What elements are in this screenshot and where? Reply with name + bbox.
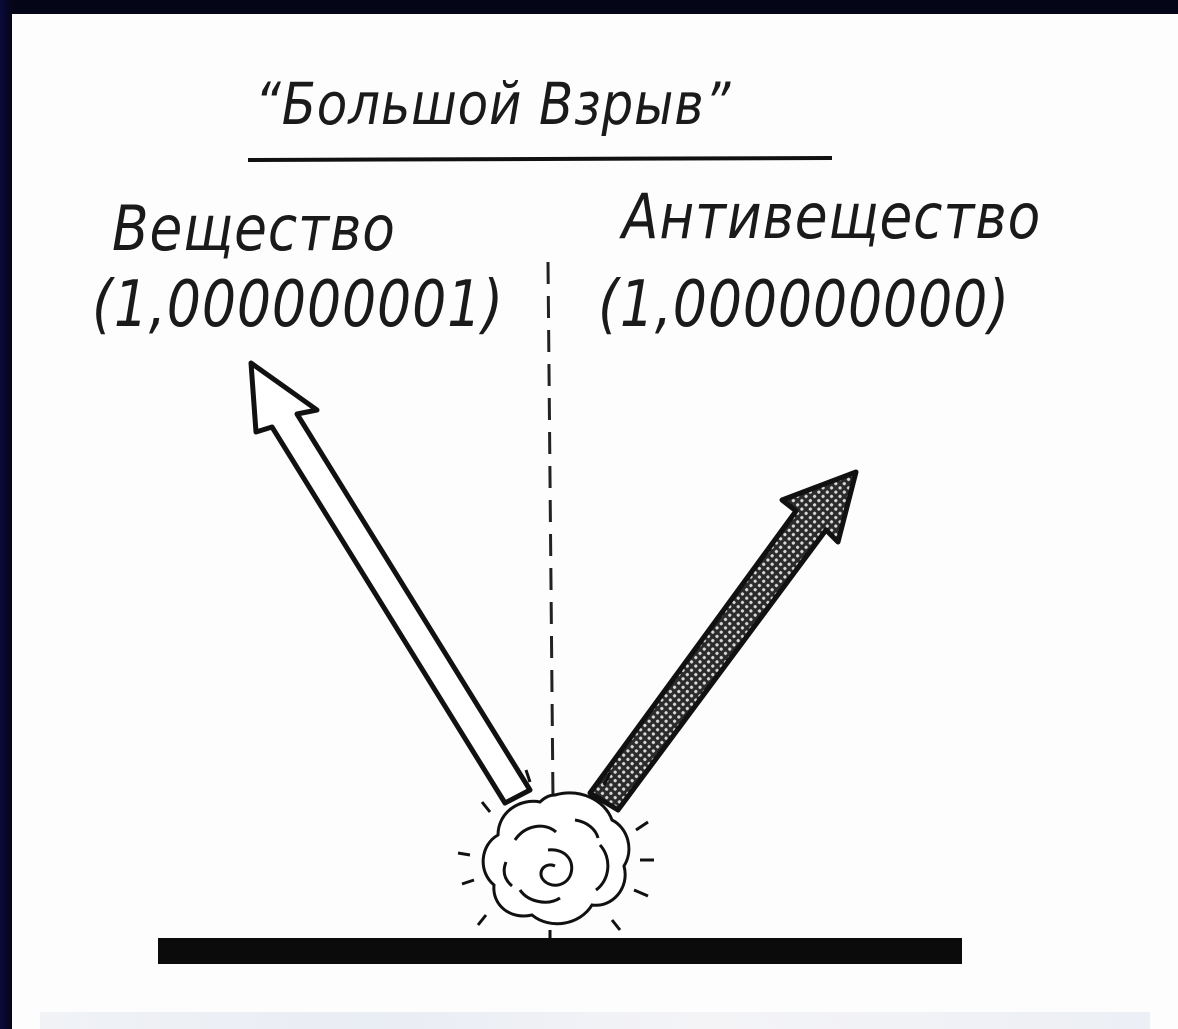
antimatter-label: Антивещество	[622, 180, 1041, 253]
antimatter-value: (1,000000000)	[598, 268, 1010, 342]
bottom-faded-strip	[40, 1012, 1150, 1029]
center-axis-dashed	[548, 262, 553, 800]
matter-label: Вещество	[112, 192, 396, 265]
antimatter-arrow-icon	[590, 472, 856, 810]
matter-value: (1,000000001)	[92, 268, 504, 342]
diagram-title: “Большой Взрыв”	[255, 70, 731, 138]
ground-bar	[158, 938, 962, 964]
matter-arrow-icon	[251, 363, 530, 803]
title-underline	[248, 158, 832, 160]
